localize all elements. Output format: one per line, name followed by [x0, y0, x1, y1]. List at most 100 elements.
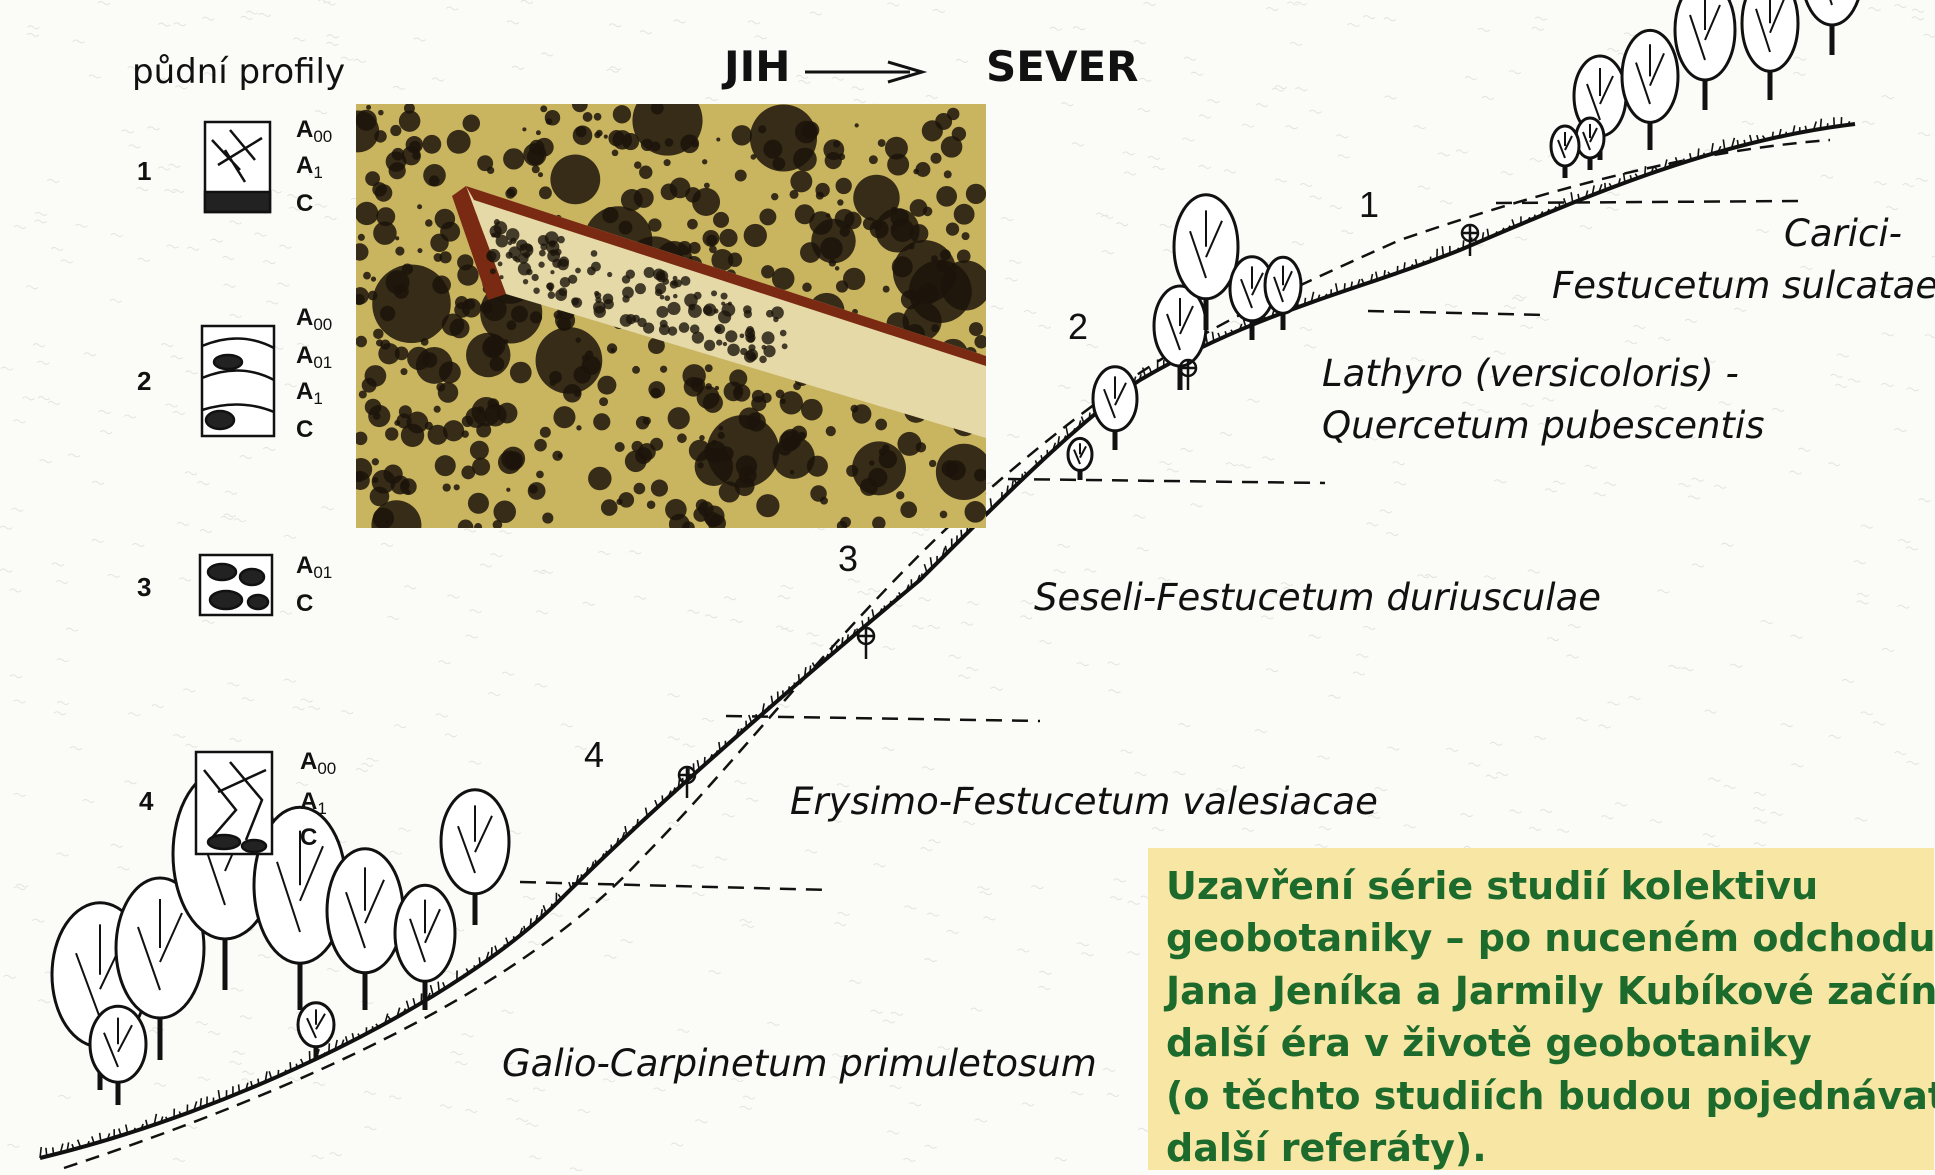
- profile-column-4: [196, 752, 272, 854]
- direction-north-label: SEVER: [986, 42, 1138, 91]
- grass-tuft: [637, 819, 638, 826]
- grass-tuft: [329, 1043, 330, 1052]
- grass-tuft: [1684, 159, 1685, 163]
- tree-icon: [1675, 0, 1735, 110]
- grass-tuft: [1336, 283, 1338, 293]
- grass-tuft: [1463, 240, 1464, 248]
- boundary-2-3: [1008, 479, 1325, 483]
- grass-tuft: [290, 1062, 291, 1070]
- grass-tuft: [530, 918, 531, 927]
- grass-tuft: [1066, 426, 1068, 437]
- grass-tuft: [46, 1148, 47, 1157]
- horizon-label: A1: [300, 790, 327, 817]
- horizon-label: A01: [296, 554, 332, 581]
- association-lathyro-line2: Quercetum pubescentis: [1322, 402, 1765, 450]
- boundary-1-2: [1368, 311, 1548, 315]
- grass-tuft: [1089, 413, 1090, 419]
- note-line: (o těchto studiích budou pojednávat: [1166, 1070, 1916, 1122]
- grass-tuft: [990, 498, 991, 509]
- grass-tuft: [678, 779, 679, 788]
- grass-tuft: [1772, 132, 1773, 139]
- direction-south-label: JIH: [724, 42, 790, 91]
- grass-tuft: [258, 1079, 259, 1085]
- tree-icon: [1154, 286, 1206, 390]
- profile-column-2: [202, 326, 274, 436]
- grass-tuft: [890, 601, 891, 605]
- grass-tuft: [296, 1064, 297, 1068]
- direction-arrow-icon: [805, 62, 922, 82]
- note-line: geobotaniky – po nuceném odchodu: [1166, 912, 1916, 964]
- grass-tuft: [961, 530, 962, 539]
- note-line: Jana Jeníka a Jarmily Kubíkové začíná: [1166, 965, 1916, 1017]
- grass-tuft: [662, 795, 663, 802]
- grass-tuft: [595, 860, 596, 865]
- association-carici-line1: Carici-: [1784, 210, 1902, 258]
- grass-tuft: [625, 826, 627, 836]
- soil-profiles-title: půdní profily: [132, 52, 345, 92]
- slope-zone-number-3: 3: [838, 538, 858, 580]
- association-seseli: Seseli-Festucetum duriusculae: [1034, 574, 1601, 622]
- grass-tuft: [1737, 140, 1738, 147]
- profile-column-3: [200, 555, 272, 615]
- grass-tuft: [1442, 246, 1443, 256]
- association-galio: Galio-Carpinetum primuletosum: [502, 1040, 1097, 1088]
- tree-icon: [395, 885, 455, 1010]
- tree-icon: [1802, 0, 1862, 55]
- grass-tuft: [842, 637, 843, 645]
- tree-icon: [90, 1006, 146, 1105]
- profile-number-3: 3: [137, 572, 151, 603]
- note-line: Uzavření série studií kolektivu: [1166, 860, 1916, 912]
- grass-tuft: [810, 665, 811, 672]
- grass-tuft: [495, 946, 497, 953]
- grass-tuft: [789, 686, 790, 691]
- soil-profile-columns: [196, 122, 274, 854]
- grass-tuft: [1744, 140, 1745, 145]
- horizon-label: A1: [296, 154, 323, 181]
- horizon-label: A01: [296, 344, 332, 371]
- circle-plus-icon: [858, 628, 874, 659]
- tree-icon: [1068, 438, 1092, 480]
- note-line: další referáty).: [1166, 1122, 1916, 1174]
- grass-tuft: [646, 808, 648, 817]
- soil-micrograph-photo: [356, 104, 986, 528]
- tree-icon: [327, 849, 403, 1010]
- grass-tuft: [1404, 262, 1405, 270]
- horizon-label: A00: [296, 306, 332, 333]
- grass-tuft: [1305, 298, 1306, 305]
- profile-number-4: 4: [139, 786, 153, 817]
- grass-tuft: [1384, 270, 1385, 277]
- circle-plus-icon: [679, 767, 695, 798]
- grass-tuft: [1820, 119, 1821, 129]
- grass-tuft: [438, 982, 439, 992]
- grass-tuft: [697, 760, 699, 769]
- grass-tuft: [431, 985, 434, 996]
- grass-tuft: [1704, 153, 1705, 156]
- horizon-label: A00: [300, 750, 336, 777]
- note-line: další éra v životě geobotaniky: [1166, 1017, 1916, 1069]
- grass-tuft: [200, 1098, 201, 1108]
- grass-tuft: [857, 629, 858, 633]
- association-lathyro-line1: Lathyro (versicoloris) -: [1322, 350, 1739, 398]
- grass-tuft: [783, 690, 784, 695]
- grass-tuft: [134, 1128, 135, 1132]
- horizon-label: C: [296, 592, 313, 616]
- summary-note-box: Uzavření série studií kolektivu geobotan…: [1148, 848, 1934, 1170]
- boundary-3-4: [726, 716, 1040, 721]
- association-erysimo: Erysimo-Festucetum valesiacae: [790, 778, 1378, 826]
- grass-tuft: [1645, 166, 1646, 176]
- boundary-top: [1496, 201, 1800, 203]
- slope-zone-number-4: 4: [584, 734, 604, 776]
- grass-tuft: [239, 1084, 240, 1092]
- association-carici-line2: Festucetum sulcatae: [1552, 262, 1935, 310]
- slope-zone-number-1: 1: [1359, 184, 1379, 226]
- boundary-4-5: [520, 882, 830, 890]
- horizon-label: C: [296, 418, 313, 442]
- tree-icon: [441, 790, 509, 925]
- horizon-label: A1: [296, 380, 323, 407]
- grass-tuft: [479, 957, 480, 965]
- grass-tuft: [1698, 148, 1699, 158]
- grass-tuft: [569, 882, 571, 889]
- tree-icon: [1551, 126, 1579, 178]
- grass-tuft: [551, 904, 552, 909]
- horizon-label: A00: [296, 118, 332, 145]
